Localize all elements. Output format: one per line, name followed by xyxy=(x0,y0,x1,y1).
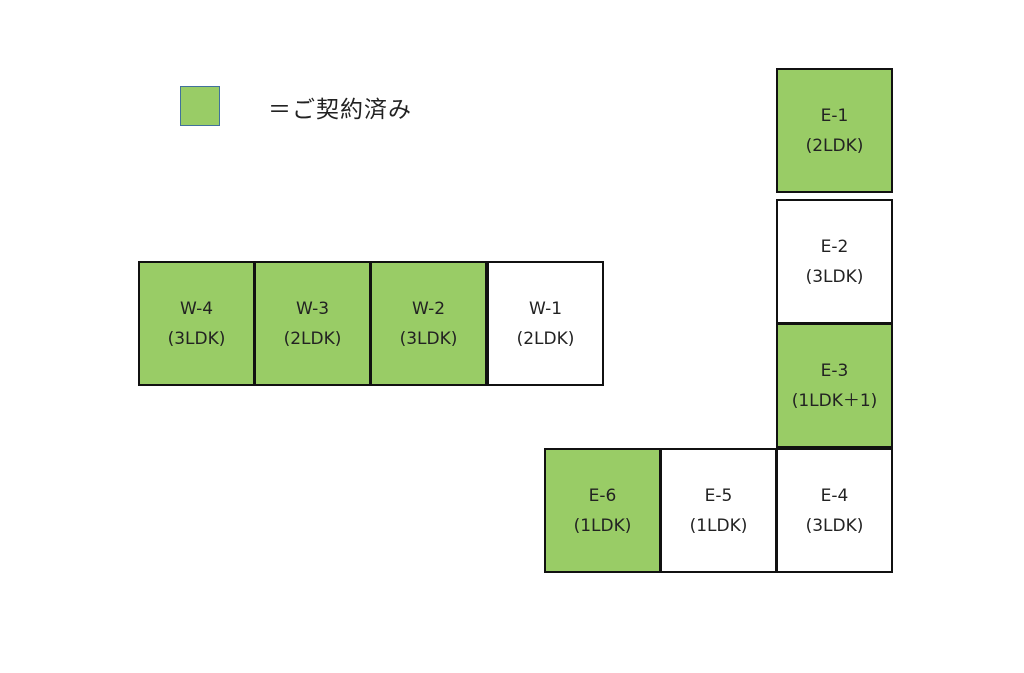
unit-w4-name: W-4 xyxy=(179,298,214,319)
unit-w1: W-1 (2LDK) xyxy=(487,261,604,386)
unit-w3-layout: (2LDK) xyxy=(283,328,342,349)
unit-e3-layout: (1LDK＋1) xyxy=(791,390,878,411)
unit-e2-name: E-2 xyxy=(820,236,849,257)
unit-e5-layout: (1LDK) xyxy=(689,515,748,536)
unit-w2-name: W-2 xyxy=(411,298,446,319)
unit-w2-layout: (3LDK) xyxy=(399,328,458,349)
unit-w1-layout: (2LDK) xyxy=(516,328,575,349)
unit-e3-name: E-3 xyxy=(820,360,849,381)
unit-e1-name: E-1 xyxy=(820,105,849,126)
unit-e6-layout: (1LDK) xyxy=(573,515,632,536)
unit-w1-name: W-1 xyxy=(528,298,563,319)
unit-w3: W-3 (2LDK) xyxy=(254,261,371,386)
legend-label: ＝ご契約済み xyxy=(268,97,412,123)
unit-w3-name: W-3 xyxy=(295,298,330,319)
unit-w4: W-4 (3LDK) xyxy=(138,261,255,386)
legend-contracted-swatch xyxy=(180,86,220,126)
unit-e2-layout: (3LDK) xyxy=(805,266,864,287)
unit-e6-name: E-6 xyxy=(588,485,617,506)
unit-e3: E-3 (1LDK＋1) xyxy=(776,323,893,448)
unit-e4-layout: (3LDK) xyxy=(805,515,864,536)
unit-e1: E-1 (2LDK) xyxy=(776,68,893,193)
unit-e2: E-2 (3LDK) xyxy=(776,199,893,324)
unit-e1-layout: (2LDK) xyxy=(805,135,864,156)
unit-e4-name: E-4 xyxy=(820,485,849,506)
unit-e6: E-6 (1LDK) xyxy=(544,448,661,573)
unit-e5-name: E-5 xyxy=(704,485,733,506)
unit-w4-layout: (3LDK) xyxy=(167,328,226,349)
unit-e5: E-5 (1LDK) xyxy=(660,448,777,573)
unit-e4: E-4 (3LDK) xyxy=(776,448,893,573)
unit-w2: W-2 (3LDK) xyxy=(370,261,487,386)
